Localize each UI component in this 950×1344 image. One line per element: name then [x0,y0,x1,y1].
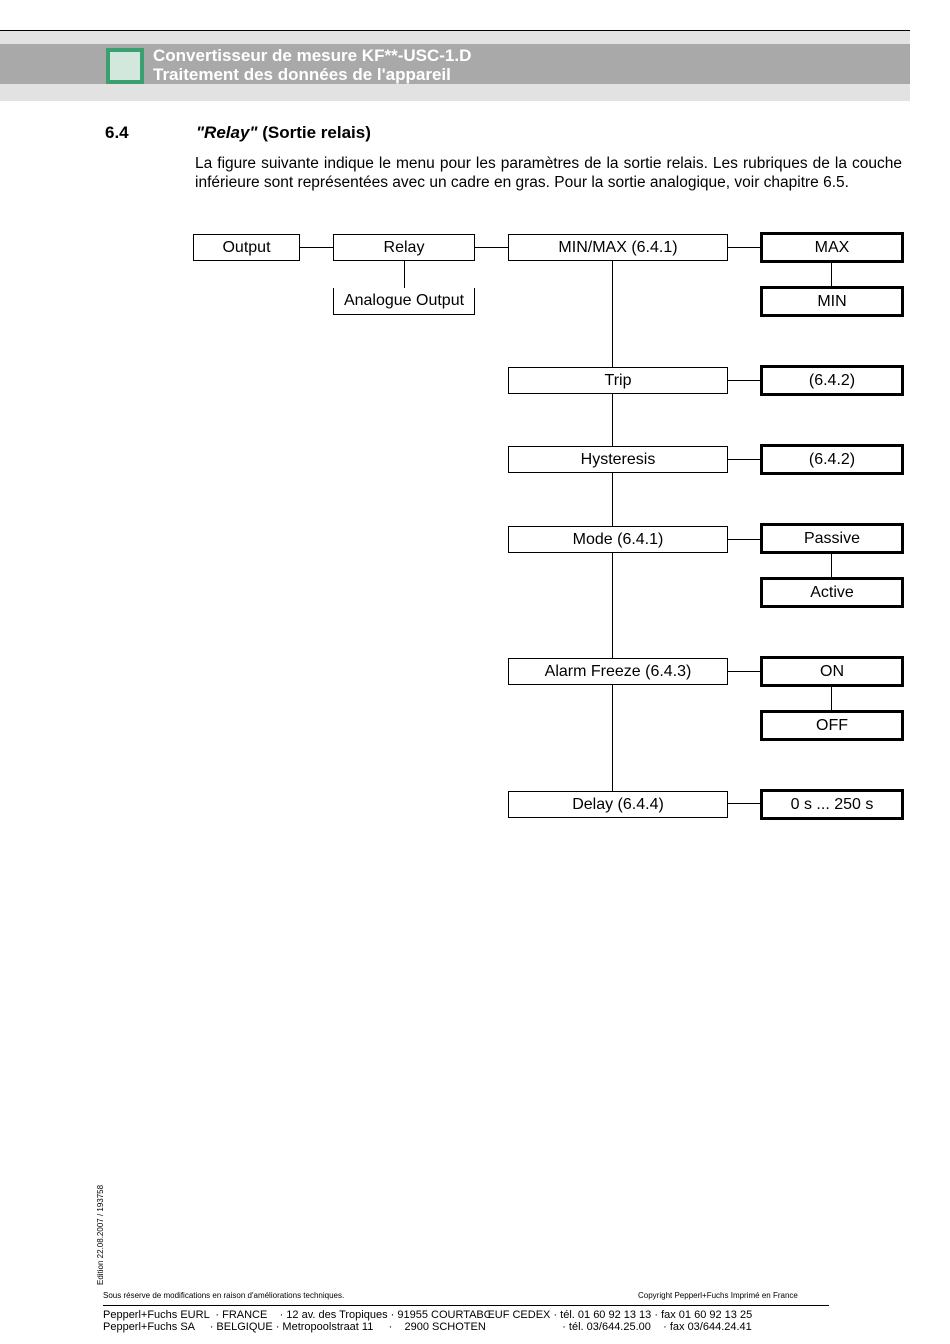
section-title-rest: (Sortie relais) [257,123,371,142]
footer-rule [103,1305,829,1306]
connector-passive-active [831,553,832,577]
connector-trip-ref [727,380,761,381]
edition-note: Edition 22.08.2007 / 193758 [96,1184,105,1285]
menu-box-relay: Relay [333,234,475,261]
brand-square-icon [106,48,144,84]
value-box-active: Active [760,577,904,608]
value-box-trip-ref: (6.4.2) [760,365,904,396]
connector-relay-minmax [474,247,509,248]
footer-copyright: Copyright Pepperl+Fuchs Imprimé en Franc… [638,1291,798,1300]
section-number: 6.4 [105,123,129,142]
menu-box-hysteresis: Hysteresis [508,446,728,473]
menu-box-alarm-freeze: Alarm Freeze (6.4.3) [508,658,728,685]
value-box-min: MIN [760,286,904,317]
header-top-rule [0,30,910,31]
connector-main-trunk [612,260,613,791]
menu-box-minmax: MIN/MAX (6.4.1) [508,234,728,261]
value-box-off: OFF [760,710,904,741]
connector-max-min [831,262,832,286]
footer-disclaimer: Sous réserve de modifications en raison … [103,1291,345,1300]
section-title: "Relay" (Sortie relais) [196,123,371,143]
menu-box-output: Output [193,234,300,261]
section-title-quoted: "Relay" [196,123,258,142]
connector-delay-range [727,803,761,804]
menu-box-delay: Delay (6.4.4) [508,791,728,818]
value-box-max: MAX [760,232,904,263]
connector-relay-analogue [404,260,405,288]
connector-mode-passive [727,539,761,540]
menu-box-mode: Mode (6.4.1) [508,526,728,553]
header-title-band [0,44,910,84]
menu-box-analogue-output: Analogue Output [333,288,475,315]
connector-on-off [831,686,832,710]
connector-hysteresis-ref [727,459,761,460]
footer-address-belgium: Pepperl+Fuchs SA · BELGIQUE · Metropools… [103,1321,752,1333]
connector-output-relay [299,247,334,248]
header-subtitle: Traitement des données de l'appareil [153,65,451,84]
header-title: Convertisseur de mesure KF**-USC-1.D [153,46,472,65]
value-box-passive: Passive [760,523,904,554]
value-box-on: ON [760,656,904,687]
value-box-delay-range: 0 s ... 250 s [760,789,904,820]
menu-box-trip: Trip [508,367,728,394]
footer-address-france: Pepperl+Fuchs EURL · FRANCE · 12 av. des… [103,1309,753,1321]
section-paragraph: La figure suivante indique le menu pour … [195,155,902,191]
value-box-hysteresis-ref: (6.4.2) [760,444,904,475]
connector-minmax-max [727,247,761,248]
connector-alarm-on [727,671,761,672]
